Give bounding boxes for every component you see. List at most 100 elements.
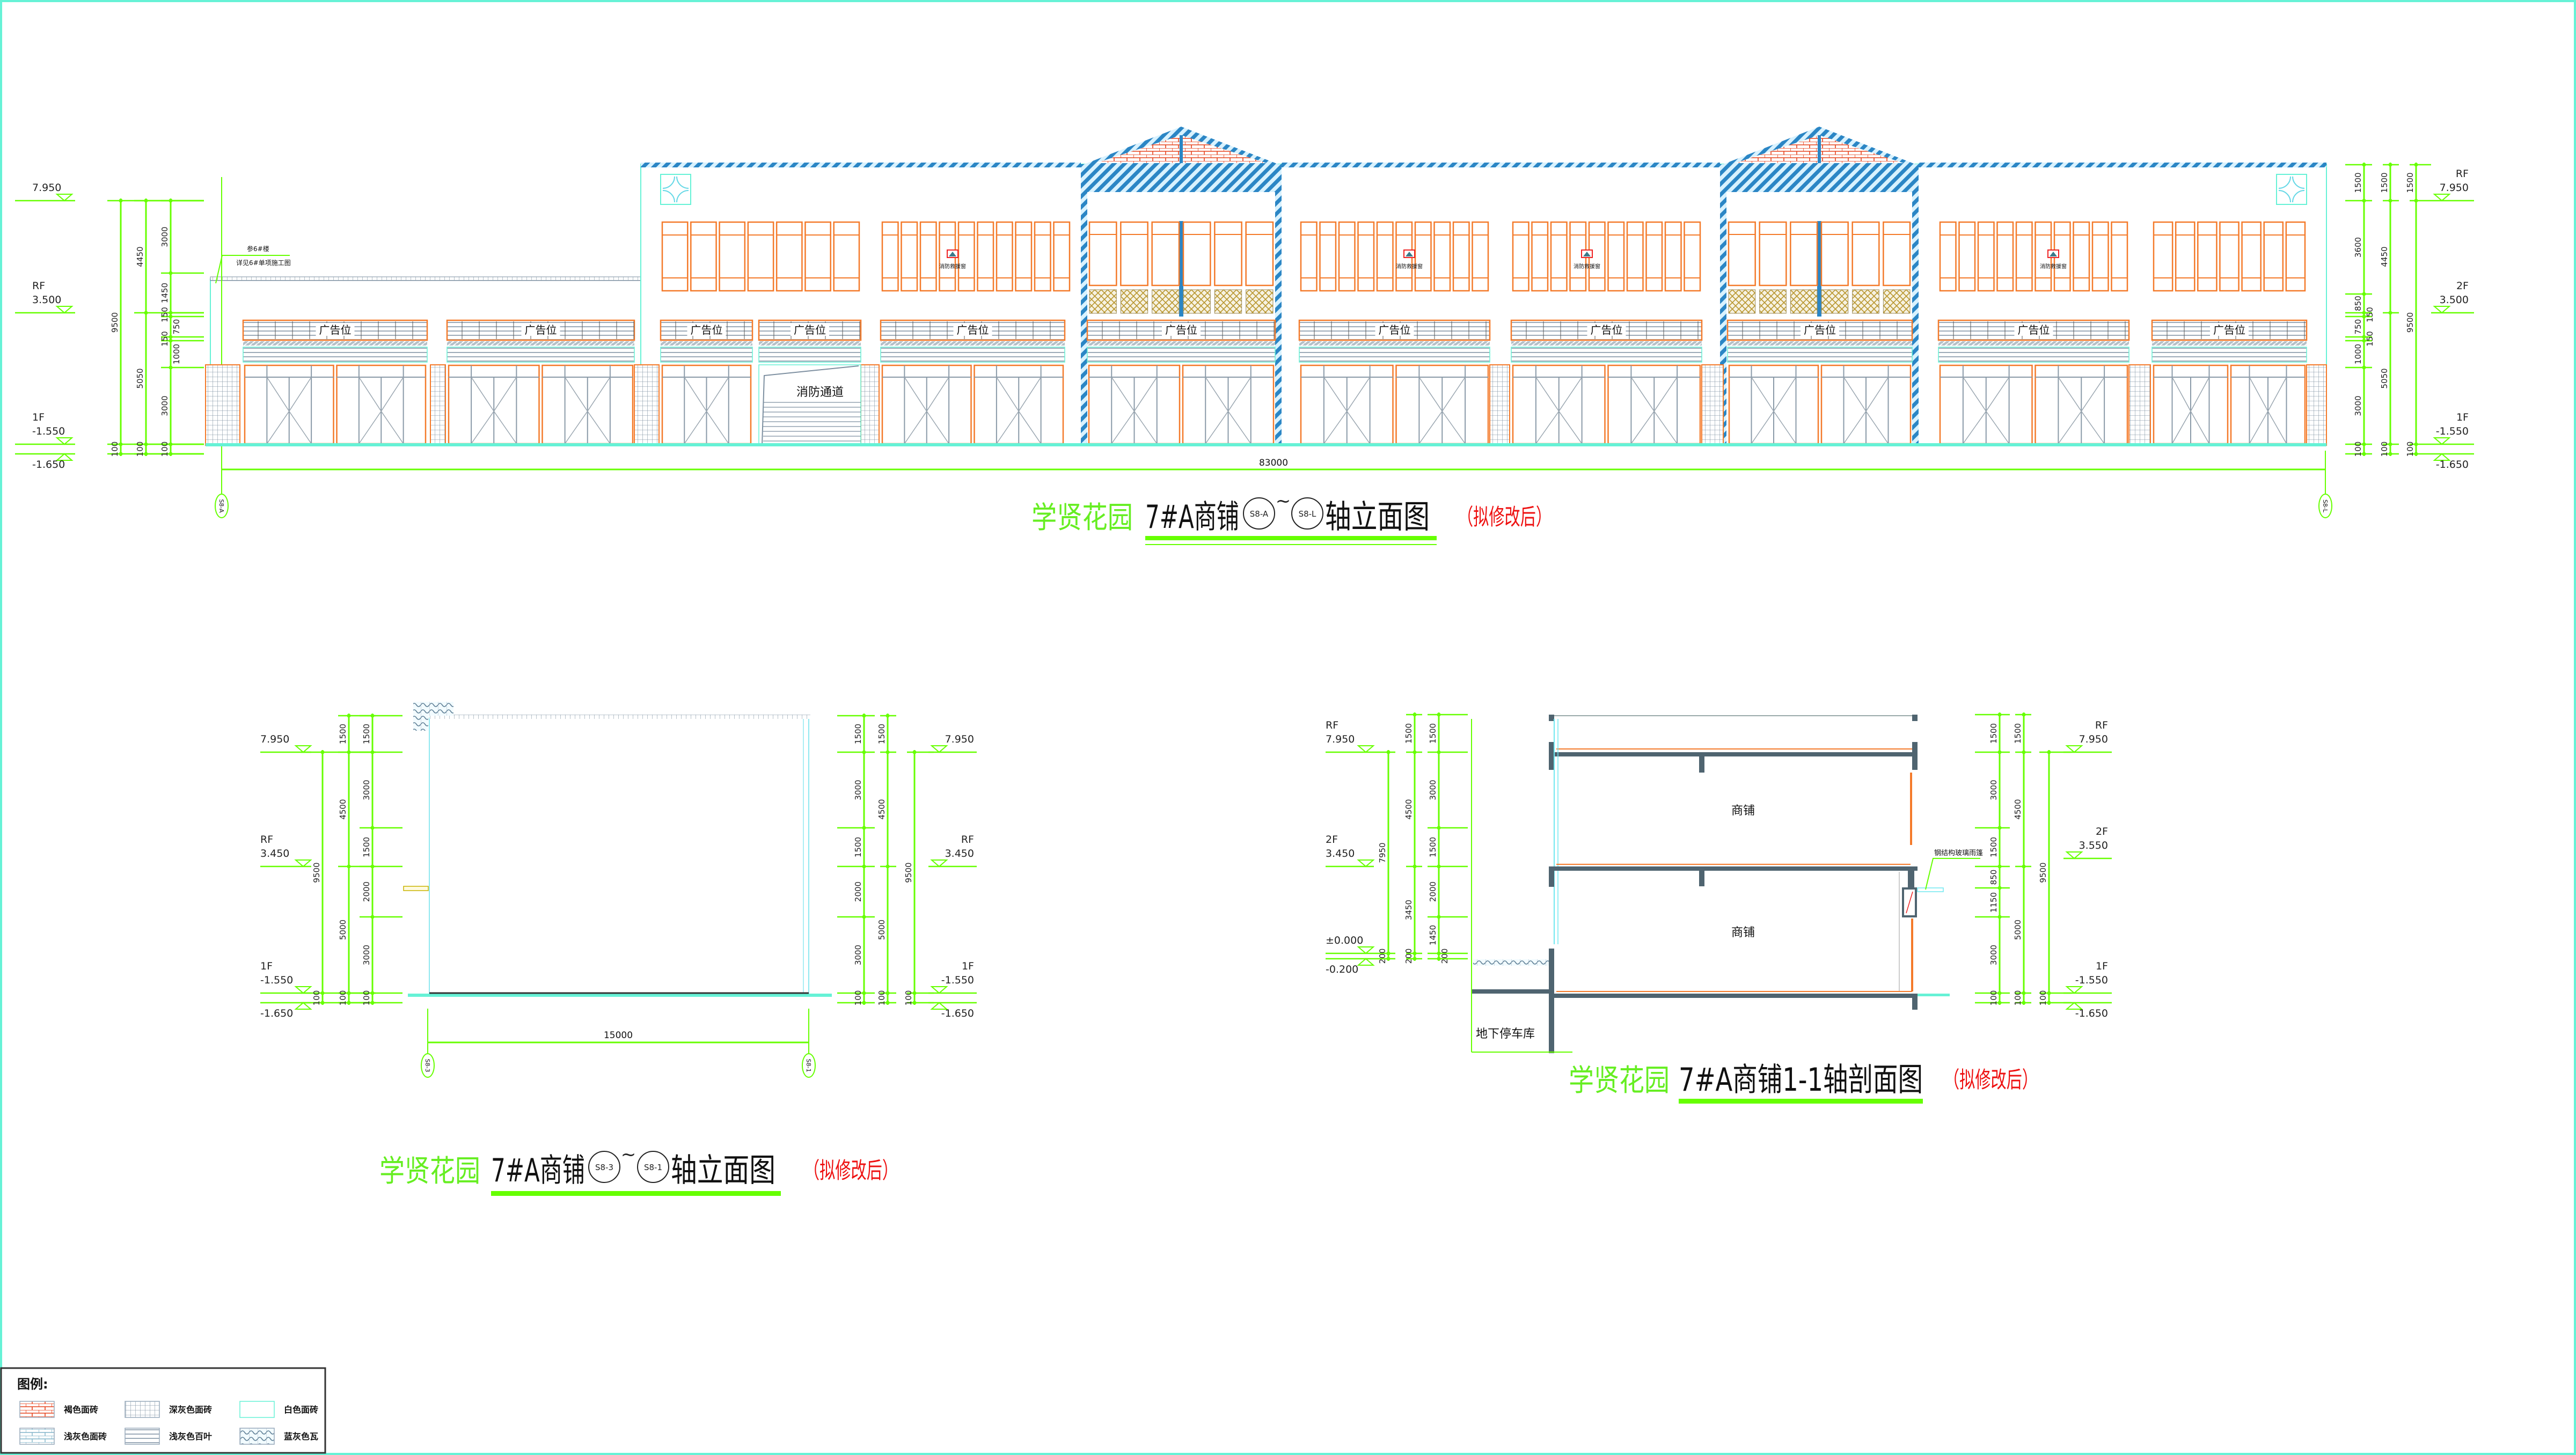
legend-items: 褐色面砖深灰色面砖白色面砖浅灰色面砖浅灰色百叶蓝灰色瓦 bbox=[19, 1401, 318, 1445]
advertising-sign-label: 广告位 bbox=[794, 324, 826, 336]
dimension-tick bbox=[2362, 365, 2366, 370]
left-parapet-cap bbox=[210, 276, 641, 281]
dimension-value: 9500 bbox=[2038, 862, 2048, 883]
window bbox=[719, 221, 746, 292]
dimension-tick bbox=[370, 991, 375, 995]
window bbox=[1512, 221, 1529, 292]
advertising-sign-label: 广告位 bbox=[2018, 324, 2050, 336]
dimension-value: 100 bbox=[110, 442, 120, 457]
level-name: 1F bbox=[962, 960, 974, 972]
dimension-value: 1000 bbox=[2353, 344, 2363, 364]
dimension-value: 1500 bbox=[1428, 723, 1438, 744]
dimension-value: 3000 bbox=[362, 780, 371, 800]
dimension-tick bbox=[347, 991, 351, 995]
canopy-strip bbox=[1938, 341, 2129, 346]
fire-rescue-window-label: 消防救援窗 bbox=[1396, 263, 1423, 270]
legend-item-label: 褐色面砖 bbox=[63, 1405, 98, 1415]
shop-unit: 广告位 bbox=[880, 319, 1066, 445]
room-label-upper: 商铺 bbox=[1731, 804, 1755, 818]
dimension-tick bbox=[370, 1001, 375, 1005]
level-triangle-icon bbox=[1357, 958, 1375, 966]
dimension-tick bbox=[2414, 199, 2418, 203]
glass-canopy bbox=[1917, 887, 1944, 892]
legend-swatch-plain-white bbox=[239, 1401, 275, 1418]
tiled-column bbox=[634, 364, 660, 446]
level-name: RF bbox=[260, 834, 273, 846]
title-note: （拟修改后） bbox=[804, 1157, 898, 1184]
level-name: 2F bbox=[1326, 834, 1338, 846]
window bbox=[1433, 221, 1451, 292]
dimension-value: 1500 bbox=[2380, 172, 2389, 193]
window bbox=[881, 221, 899, 292]
axis-bubble-label: S8-A bbox=[218, 499, 225, 513]
dimension-tick bbox=[2047, 991, 2051, 995]
dimension-tick bbox=[912, 750, 917, 754]
dimension-tick bbox=[1386, 750, 1391, 754]
lattice-panel bbox=[1821, 289, 1849, 314]
dimension-value: 3000 bbox=[1989, 945, 1999, 965]
dimension-tick bbox=[1997, 1001, 2002, 1005]
axis-bubble-end-label: S8-L bbox=[1299, 509, 1316, 519]
dimension-value: 100 bbox=[160, 442, 170, 457]
title-tilde: ~ bbox=[621, 1144, 636, 1165]
dimension-tick bbox=[169, 442, 173, 446]
window bbox=[1472, 221, 1489, 292]
parapet-cap bbox=[1919, 163, 2326, 167]
window bbox=[1626, 221, 1644, 292]
dimension-value: 1500 bbox=[1989, 723, 1999, 744]
dimension-tick bbox=[2022, 712, 2026, 717]
window bbox=[2111, 221, 2128, 292]
level-triangle-icon bbox=[2065, 745, 2083, 753]
title-project-name: 学贤花园 bbox=[1569, 1063, 1670, 1098]
level-triangle-icon bbox=[930, 986, 948, 994]
level-name: RF bbox=[2456, 168, 2469, 180]
tiled-column bbox=[430, 364, 446, 446]
door-swing-icon bbox=[2171, 377, 2210, 444]
door-swing-icon bbox=[266, 377, 312, 444]
canopy-strip bbox=[1511, 341, 1702, 346]
legend-item-label: 深灰色面砖 bbox=[169, 1405, 212, 1415]
dimension-tick bbox=[2388, 163, 2392, 167]
section-title: 学贤花园 7#A商铺1-1轴剖面图 （拟修改后） bbox=[1569, 1061, 2038, 1104]
dimension-tick bbox=[862, 714, 866, 718]
dimension-tick bbox=[169, 311, 173, 315]
window bbox=[1977, 221, 1995, 292]
dimension-value: 150 bbox=[2365, 331, 2375, 347]
dimension-tick bbox=[1413, 750, 1417, 754]
legend-swatch-tile-blue-gray bbox=[239, 1428, 275, 1445]
lattice-panel bbox=[1120, 289, 1148, 314]
louver-panel bbox=[1299, 347, 1490, 363]
door-swing-icon bbox=[1418, 377, 1466, 444]
door-swing-icon bbox=[2058, 377, 2105, 444]
dimension-tick bbox=[144, 311, 148, 315]
axis-bubble bbox=[421, 1053, 435, 1078]
dimension-value: 5050 bbox=[2380, 368, 2389, 388]
dimension-tick bbox=[2362, 442, 2366, 446]
door-swing-icon bbox=[684, 377, 729, 444]
louver-panel bbox=[1727, 347, 1913, 363]
dimension-tick bbox=[2388, 452, 2392, 456]
dimension-tick bbox=[1437, 951, 1441, 956]
dimension-tick bbox=[370, 714, 375, 718]
passage-ramp-edge bbox=[762, 365, 859, 446]
second-floor-slab bbox=[1549, 866, 1918, 871]
dimension-value: 750 bbox=[2353, 319, 2363, 335]
window bbox=[1182, 221, 1211, 286]
dimension-tick bbox=[2022, 991, 2026, 995]
advertising-sign-label: 广告位 bbox=[957, 324, 989, 336]
dimension-value: 1500 bbox=[853, 837, 863, 857]
ground-floor-slab bbox=[1554, 994, 1918, 998]
parapet-cap bbox=[1282, 163, 1720, 167]
dimension-value: 3000 bbox=[362, 945, 371, 965]
lattice-panel bbox=[1089, 289, 1117, 314]
dimension-value: 150 bbox=[160, 307, 170, 322]
door-swing-icon bbox=[471, 377, 517, 444]
dimension-value: 1500 bbox=[853, 724, 863, 744]
shop-unit: 广告位 bbox=[660, 319, 753, 445]
left-wall-mid bbox=[1549, 866, 1554, 887]
window bbox=[833, 221, 860, 292]
level-triangle-icon bbox=[930, 745, 948, 753]
level-value: 7.950 bbox=[260, 733, 289, 745]
